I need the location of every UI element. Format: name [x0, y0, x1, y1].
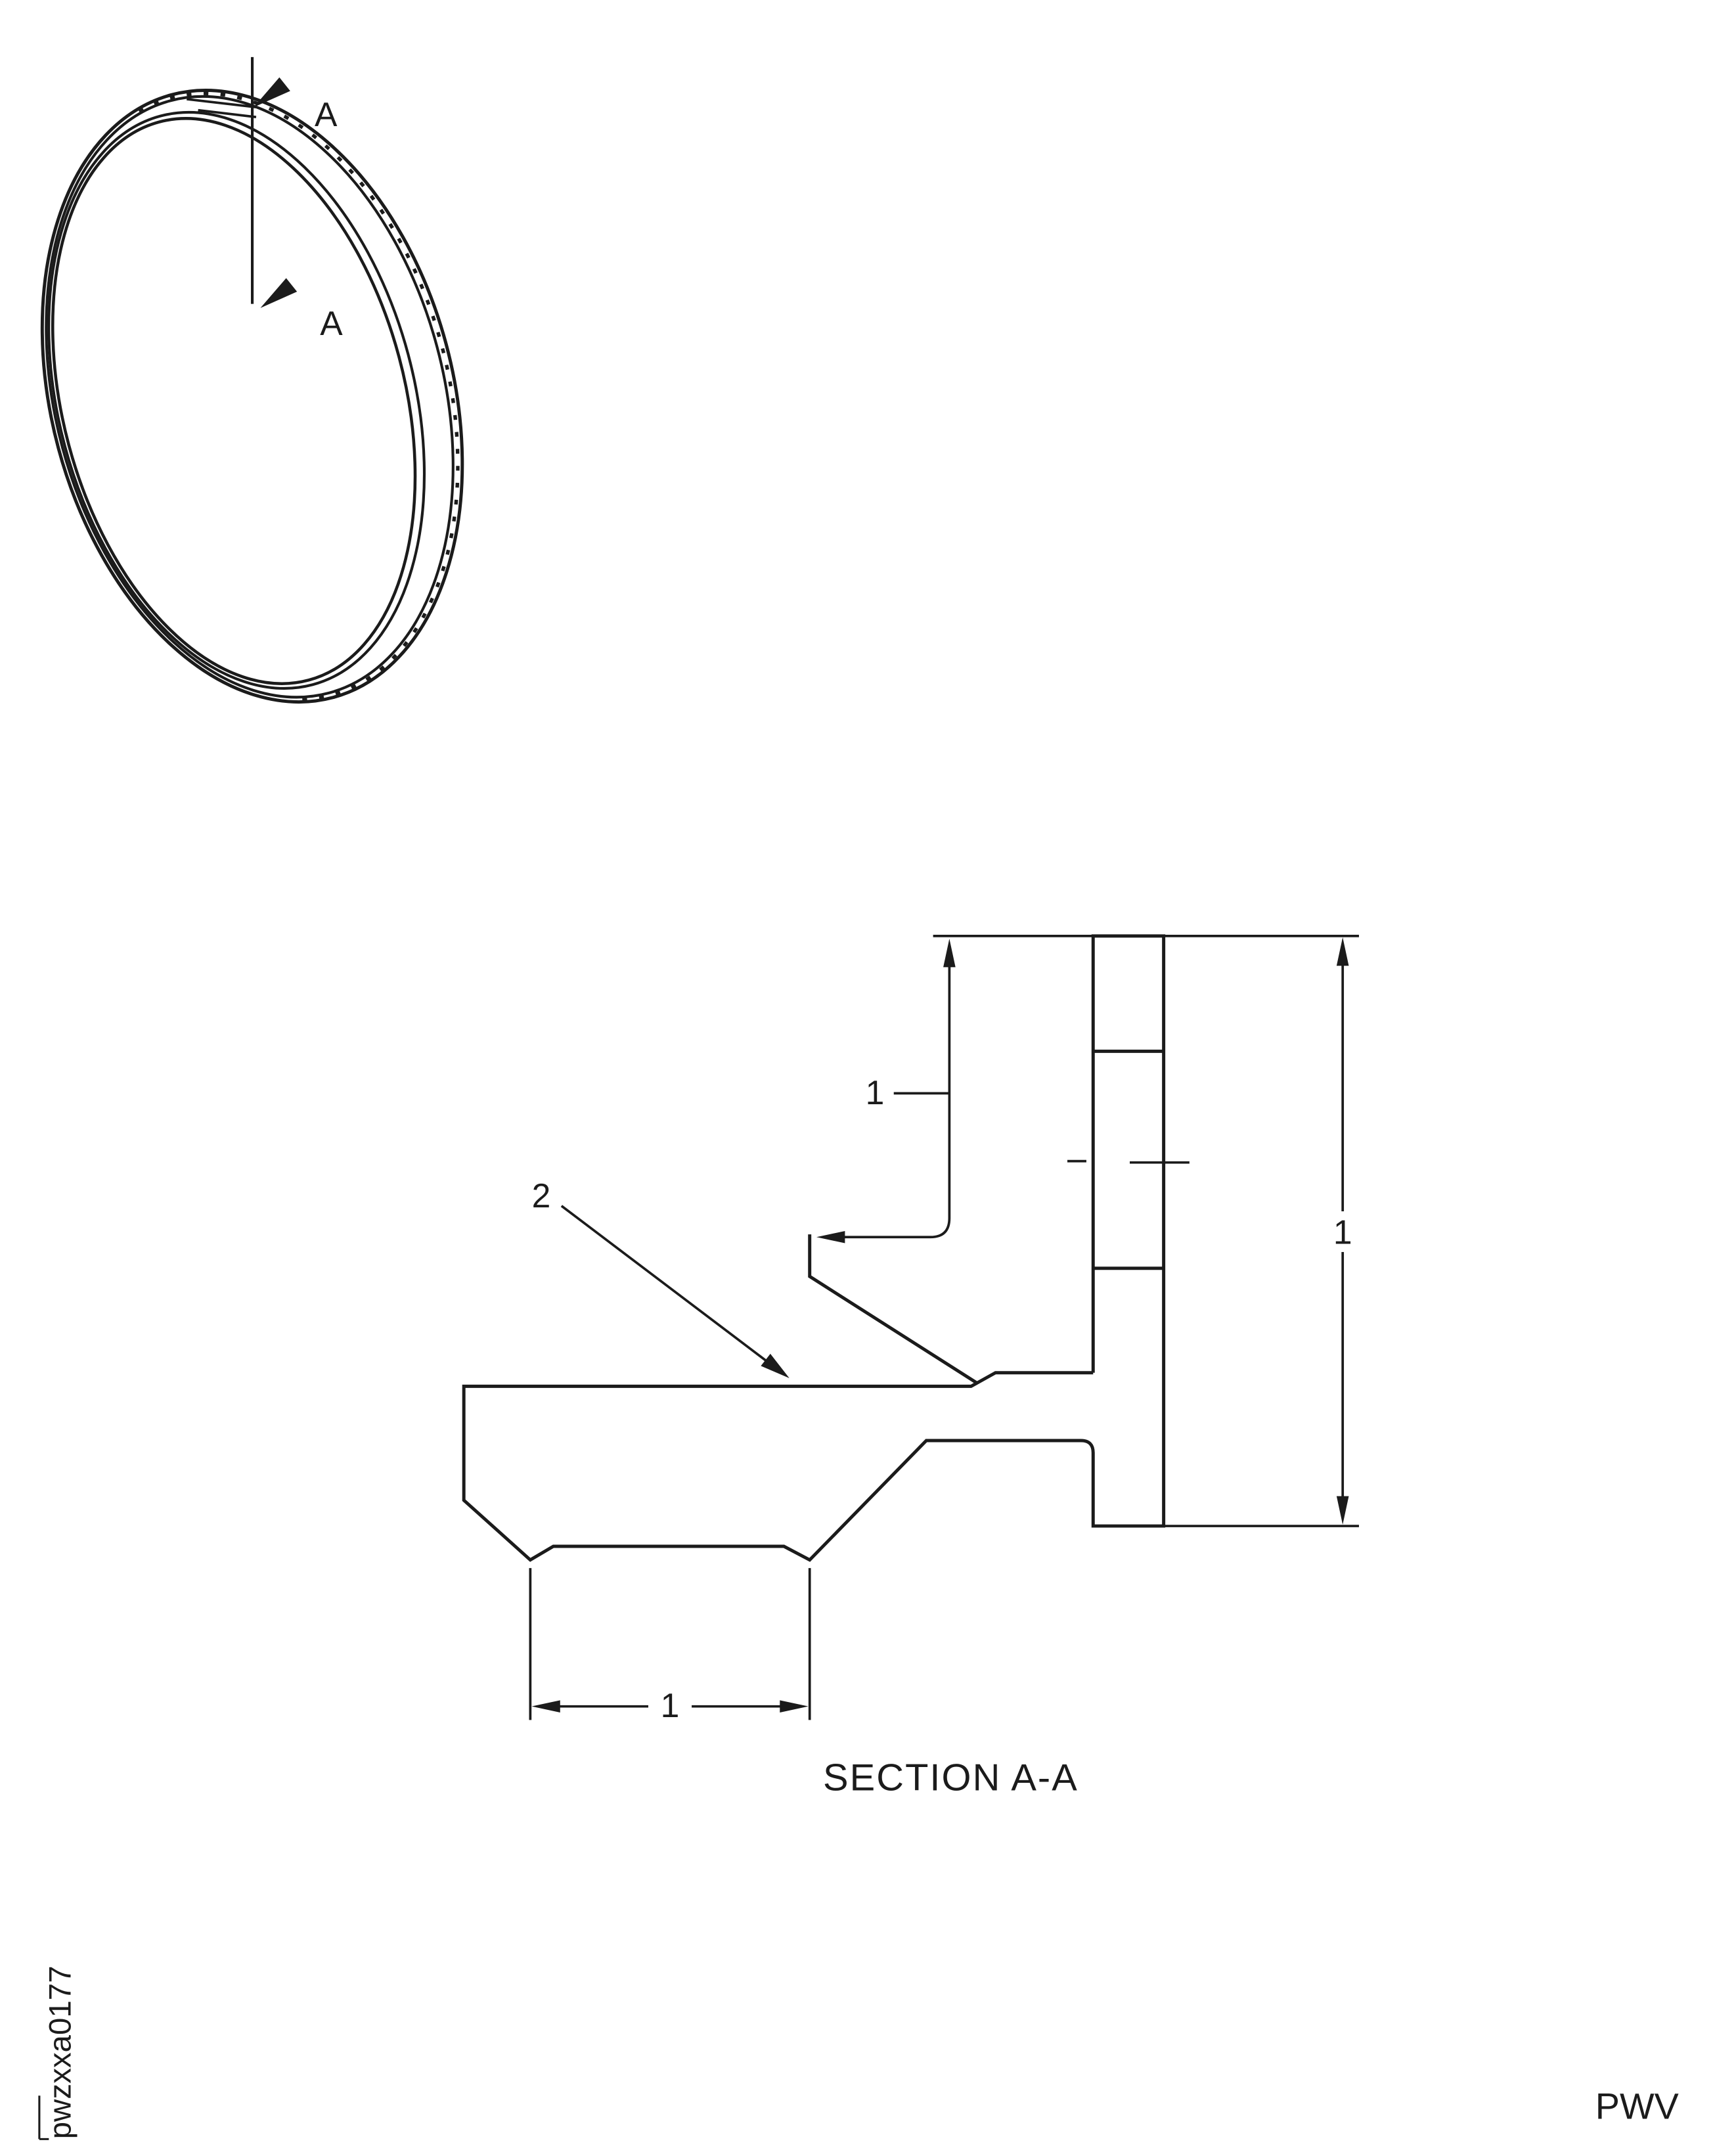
arrow-right-icon [780, 1700, 809, 1713]
section-cut-label-top: A [315, 95, 338, 133]
section-view: 1 1 2 1 SECTION A-A [462, 934, 1359, 1799]
page-code: PWV [1595, 2086, 1679, 2126]
dimension-right-label-bg [1326, 1211, 1359, 1252]
callout-item1-upper: 1 [866, 1073, 885, 1111]
leader-item2-line [560, 1205, 768, 1363]
arrow-up-icon [943, 938, 956, 968]
section-cut-line: A A [250, 56, 343, 342]
flange-lip-and-web [808, 1234, 979, 1385]
ring-outer-inner-line [45, 95, 455, 699]
ring-inner-opening [51, 117, 417, 685]
dimension-bottom: 1 [531, 1686, 809, 1724]
figure-id-bracket [38, 2095, 49, 2140]
leader-item2: 2 [532, 1176, 790, 1378]
section-title: SECTION A-A [823, 1757, 1079, 1799]
dimension-right-label: 1 [1333, 1213, 1352, 1251]
arrow-left-icon [816, 1230, 845, 1243]
ring-inner-rim-outer [47, 110, 426, 690]
leader-item1-line [832, 954, 951, 1239]
ring-wall-joint-lines [1093, 1049, 1164, 1270]
arrow-left-icon [531, 1700, 560, 1713]
extension-lines-top [933, 934, 1359, 1527]
callout-item2: 2 [532, 1176, 551, 1215]
ring-wall-outline [1091, 934, 1166, 1528]
extension-lines-bottom [529, 1568, 811, 1720]
dimension-right: 1 [1326, 937, 1359, 1525]
ring-isometric-view [40, 89, 464, 704]
arrow-up-icon [1336, 937, 1349, 966]
section-arrow-bottom-icon [260, 278, 298, 308]
ring-wall-center-ticks [1067, 1159, 1190, 1164]
section-arrow-top-icon [254, 77, 290, 108]
leader-item1-upper: 1 [816, 938, 956, 1243]
figure-id: pwzxxa0177 [43, 1965, 78, 2139]
arrow-down-right-icon [761, 1353, 790, 1378]
flange-profile-outline [462, 1371, 1095, 1562]
ring-joint-lines [187, 98, 257, 119]
footer: pwzxxa0177 PWV [38, 1965, 1679, 2140]
section-cut-label-bottom: A [320, 304, 343, 342]
arrow-down-icon [1336, 1496, 1349, 1525]
dimension-bottom-label: 1 [661, 1686, 680, 1724]
